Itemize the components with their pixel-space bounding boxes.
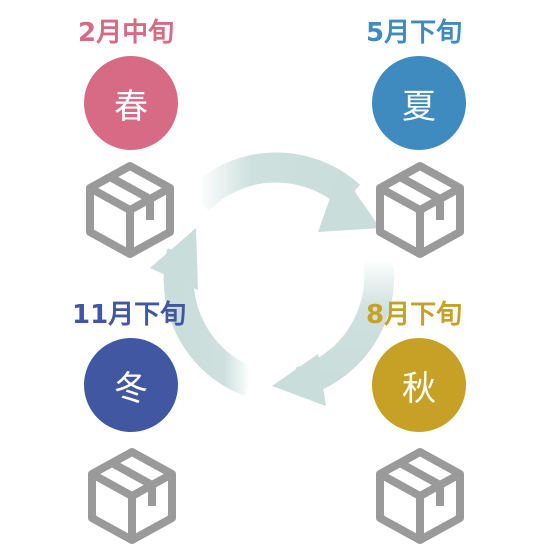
spring-circle: 春 [84,56,178,150]
autumn-label: 秋 [402,368,436,409]
summer-circle: 夏 [372,56,466,150]
winter-label: 冬 [114,368,148,409]
autumn-date: 8月下旬 [366,300,463,330]
winter-circle: 冬 [84,338,178,432]
package-box-icon [376,448,464,544]
spring-date: 2月中旬 [78,18,175,48]
cycle-arrowhead-right [272,354,326,406]
cycle-arrowhead-left [150,228,198,290]
autumn-circle: 秋 [372,338,466,432]
summer-label: 夏 [402,86,436,127]
cycle-arrowhead-top [318,170,380,232]
package-box-icon [88,448,176,544]
cycle-arrow-top [187,152,361,211]
summer-date: 5月下旬 [366,18,463,48]
winter-date: 11月下旬 [72,300,187,330]
package-box-icon [86,162,174,258]
package-box-icon [376,162,464,258]
spring-label: 春 [114,86,148,127]
